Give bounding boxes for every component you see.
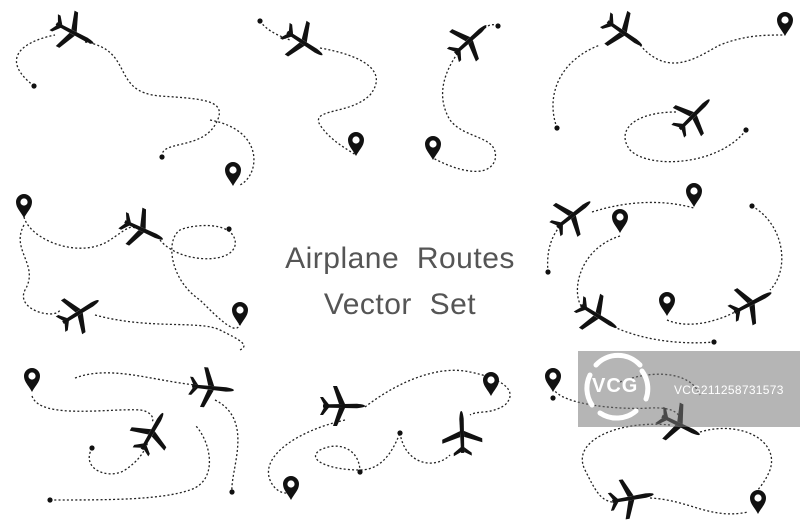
route-dot bbox=[554, 125, 560, 131]
route-dot bbox=[743, 127, 749, 133]
dotted-route bbox=[609, 324, 715, 344]
route-dot bbox=[749, 203, 755, 209]
watermark-id: VCG21125873157​3 bbox=[674, 383, 784, 397]
airplane-icon bbox=[273, 13, 334, 72]
route-group-5 bbox=[16, 194, 248, 351]
route-dot bbox=[226, 226, 232, 232]
map-pin-icon bbox=[777, 12, 793, 36]
watermark-logo: VCG bbox=[592, 375, 639, 397]
map-pin-icon bbox=[232, 302, 248, 326]
dotted-route bbox=[214, 399, 239, 493]
watermark: VCG VCG21125873157​3 bbox=[578, 351, 800, 427]
dotted-route bbox=[649, 497, 749, 515]
route-dot bbox=[257, 18, 263, 24]
map-pin-icon bbox=[659, 292, 675, 316]
dotted-route bbox=[639, 34, 786, 64]
route-group-6 bbox=[542, 183, 783, 345]
route-dot bbox=[159, 154, 165, 160]
route-dot bbox=[397, 430, 403, 436]
dotted-route bbox=[267, 419, 346, 494]
dotted-route bbox=[31, 395, 154, 423]
airplane-icon bbox=[441, 410, 483, 457]
dotted-route bbox=[88, 441, 149, 475]
route-dot bbox=[711, 339, 717, 345]
airplane-icon bbox=[320, 386, 365, 426]
map-pin-icon bbox=[545, 368, 561, 392]
airplane-icon bbox=[439, 10, 500, 71]
airplane-icon bbox=[593, 3, 654, 63]
map-pin-icon bbox=[24, 368, 40, 392]
dotted-route bbox=[552, 44, 601, 129]
dotted-route bbox=[15, 34, 56, 87]
page-title: Airplane Routes Vector Set bbox=[250, 236, 550, 328]
airplane-icon bbox=[722, 275, 781, 332]
dotted-route bbox=[19, 224, 61, 315]
dotted-route bbox=[624, 111, 747, 163]
map-pin-icon bbox=[348, 132, 364, 156]
airplane-icon bbox=[567, 286, 628, 345]
watermark-ring-icon bbox=[584, 352, 651, 421]
map-pin-icon bbox=[686, 183, 702, 207]
dotted-route bbox=[581, 423, 671, 503]
airplane-icon bbox=[663, 85, 724, 146]
title-line-1: Airplane Routes bbox=[285, 242, 515, 275]
airplane-icon bbox=[187, 365, 236, 411]
dotted-route bbox=[94, 314, 245, 351]
dotted-route bbox=[576, 235, 621, 311]
airplane-icon bbox=[542, 185, 603, 245]
map-pin-icon bbox=[16, 194, 32, 218]
dotted-route bbox=[666, 311, 736, 325]
dotted-route bbox=[317, 47, 377, 156]
airplane-icon bbox=[44, 4, 103, 61]
map-pin-icon bbox=[225, 162, 241, 186]
title-line-2: Vector Set bbox=[323, 288, 477, 321]
route-dot bbox=[357, 469, 363, 475]
route-dot bbox=[550, 395, 556, 401]
dotted-route bbox=[74, 372, 196, 386]
airplane-icon bbox=[113, 202, 172, 258]
airplane-icon bbox=[605, 474, 658, 522]
route-dot bbox=[89, 445, 95, 451]
dotted-route bbox=[159, 224, 241, 329]
map-pin-icon bbox=[750, 490, 766, 514]
route-group-2 bbox=[257, 13, 377, 156]
route-dot bbox=[229, 489, 235, 495]
route-dot bbox=[545, 269, 551, 275]
route-dot bbox=[47, 497, 53, 503]
dotted-route bbox=[23, 216, 136, 249]
dotted-route bbox=[591, 201, 695, 213]
dotted-route bbox=[432, 49, 497, 172]
route-group-1 bbox=[15, 4, 255, 186]
route-group-3 bbox=[425, 10, 501, 172]
route-dot bbox=[495, 23, 501, 29]
route-group-4 bbox=[552, 3, 793, 163]
map-pin-icon bbox=[612, 209, 628, 233]
dotted-route bbox=[314, 432, 401, 473]
map-pin-icon bbox=[483, 372, 499, 396]
dotted-route bbox=[49, 424, 211, 501]
route-dot bbox=[31, 83, 37, 89]
dotted-route bbox=[751, 205, 783, 291]
route-group-8 bbox=[267, 369, 511, 500]
route-group-7 bbox=[24, 365, 239, 503]
airplane-icon bbox=[123, 402, 181, 462]
dotted-route bbox=[84, 41, 220, 158]
map-pin-icon bbox=[283, 476, 299, 500]
map-pin-icon bbox=[425, 136, 441, 160]
dotted-route bbox=[399, 432, 451, 464]
